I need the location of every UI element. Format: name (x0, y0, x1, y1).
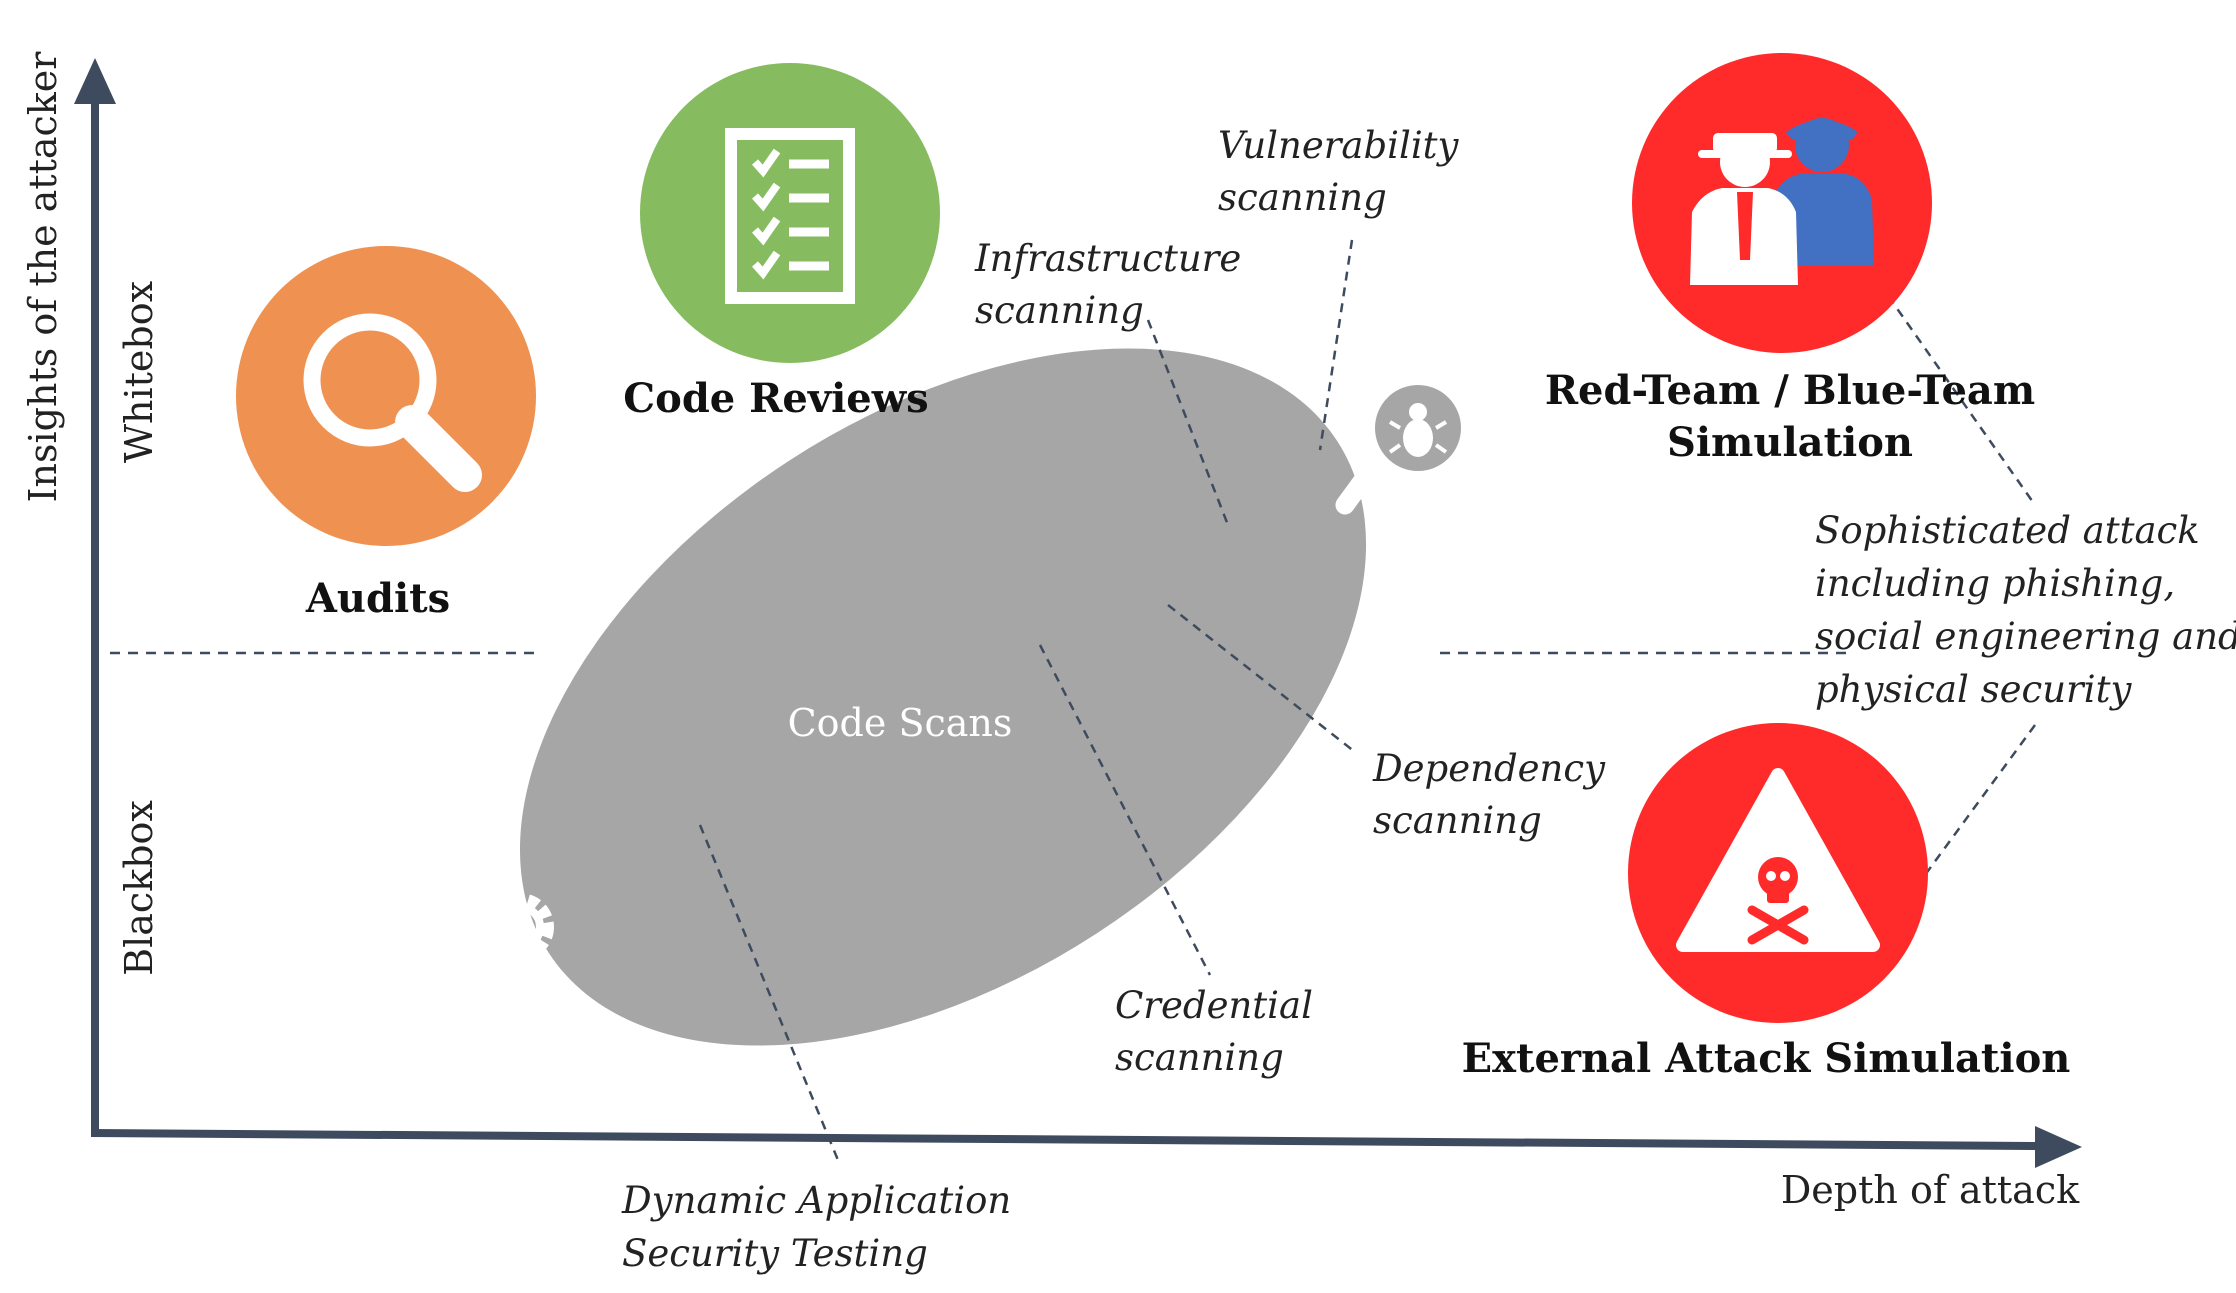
y-axis-label: Insights of the attacker (21, 51, 65, 503)
credential-line1: Credential (1115, 984, 1313, 1027)
gear-small (486, 893, 554, 961)
infrastructure-line1: Infrastructure (974, 237, 1241, 280)
people-icon (1690, 118, 1874, 285)
red-blue-node: Red-Team / Blue-Team Simulation (1545, 53, 2035, 466)
code-reviews-label: Code Reviews (623, 375, 928, 422)
whitebox-label: Whitebox (117, 281, 161, 463)
x-axis-arrowhead (2035, 1126, 2082, 1168)
gears-icon (438, 893, 554, 1031)
dependency-line2: scanning (1373, 799, 1542, 842)
x-axis (90, 1129, 2041, 1150)
gear-large (438, 955, 514, 1031)
audits-label: Audits (305, 575, 450, 622)
vulnerability-line2: scanning (1218, 176, 1387, 219)
external-label: External Attack Simulation (1462, 1035, 2071, 1082)
axes (74, 58, 2082, 1168)
credential-line2: scanning (1115, 1036, 1284, 1079)
leader-dependency (1167, 604, 1356, 753)
sophisticated-line3: social engineering and (1815, 615, 2236, 658)
vulnerability-line1: Vulnerability (1218, 124, 1460, 167)
bug-search-icon (1335, 371, 1475, 515)
external-node: External Attack Simulation (1462, 723, 2071, 1082)
dast-line2: Security Testing (622, 1232, 928, 1275)
dast-line1: Dynamic Application (621, 1179, 1011, 1222)
leader-dast (698, 824, 842, 1166)
audits-node: Audits (236, 246, 536, 622)
red-blue-label-line1: Red-Team / Blue-Team (1545, 367, 2035, 414)
code-reviews-circle (640, 63, 940, 363)
magnifier-icon (303, 313, 482, 492)
skull-warning-icon (1676, 768, 1880, 952)
x-axis-label: Depth of attack (1781, 1168, 2080, 1212)
audits-circle (236, 246, 536, 546)
code-scans-ellipse (519, 348, 1367, 1046)
spy-figure (1690, 133, 1798, 285)
checklist-icon (725, 128, 855, 304)
sophisticated-line1: Sophisticated attack (1815, 509, 2200, 552)
infrastructure-line2: scanning (975, 289, 1144, 332)
leader-sophisticated-lower (1923, 724, 2037, 876)
leader-vulnerability (1318, 239, 1354, 451)
dependency-line1: Dependency (1372, 747, 1606, 790)
sophisticated-line2: including phishing, (1815, 562, 2175, 605)
blackbox-label: Blackbox (117, 800, 161, 976)
sophisticated-line4: physical security (1815, 668, 2132, 711)
red-blue-label-line2: Simulation (1667, 419, 1913, 466)
y-axis-arrowhead (74, 58, 116, 104)
code-scans-label: Code Scans (788, 701, 1013, 745)
leader-infrastructure (1146, 319, 1230, 526)
code-reviews-node: Code Reviews (623, 63, 940, 422)
leader-credential (1038, 644, 1212, 976)
